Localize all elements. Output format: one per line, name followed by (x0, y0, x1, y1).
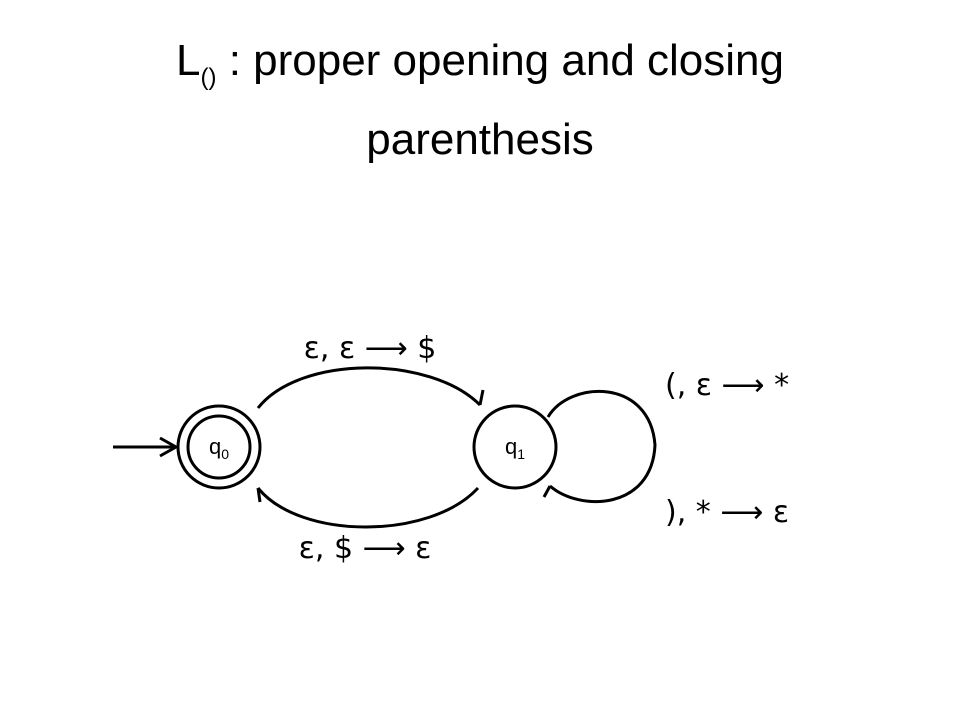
page-title: L() : proper opening and closing parenth… (0, 30, 960, 171)
state-q1-index: 1 (517, 446, 525, 462)
transition-q1-self-loop (542, 389, 657, 504)
state-q1-letter: q (505, 434, 517, 459)
title-line-2: parenthesis (366, 115, 594, 164)
state-q0: q0 (176, 404, 262, 490)
transition-q0-q1 (256, 366, 485, 409)
start-arrow (113, 436, 180, 458)
title-main: L (176, 36, 201, 85)
label-q0-q1: ε, ε ⟶ $ (304, 331, 437, 366)
state-q1: q1 (472, 404, 558, 490)
svg-text:q0: q0 (209, 434, 229, 462)
title-line1-rest: : proper opening and closing (216, 36, 784, 85)
label-q1-self-pop: ), * ⟶ ε (665, 495, 789, 530)
label-q1-self-push: (, ε ⟶ * (665, 368, 789, 403)
state-q0-letter: q (209, 434, 221, 459)
transition-q1-q0 (256, 486, 480, 529)
svg-text:q1: q1 (505, 434, 525, 462)
label-q1-q0: ε, $ ⟶ ε (299, 531, 432, 566)
title-line-1: L() : proper opening and closing (0, 30, 960, 109)
title-subscript: () (200, 64, 217, 91)
state-q0-index: 0 (221, 446, 229, 462)
